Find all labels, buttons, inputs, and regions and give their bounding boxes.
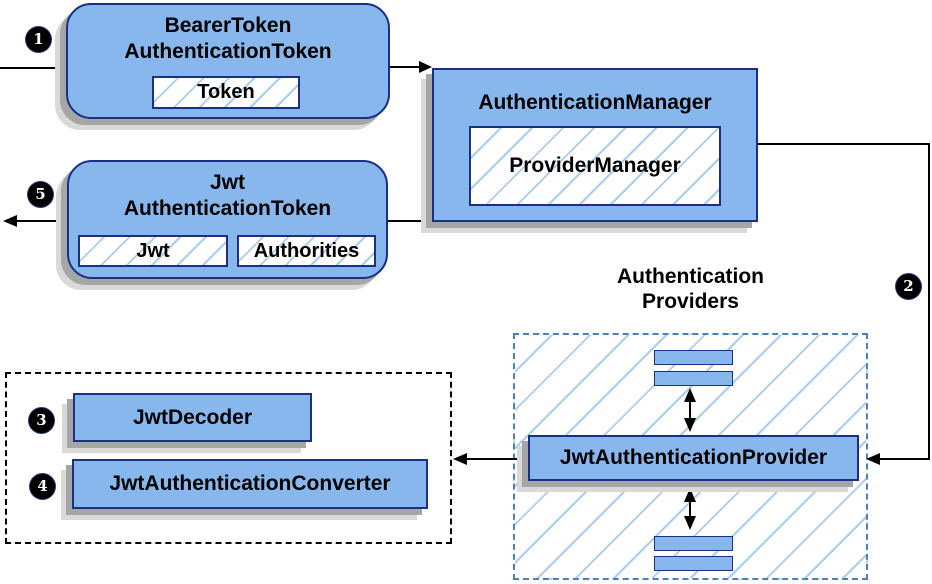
arrow-manager-to-provider	[758, 143, 930, 465]
arrow-head-right-icon	[419, 61, 432, 73]
jwt-decoder-node: JwtDecoder	[73, 393, 312, 442]
node-title: Jwt AuthenticationToken	[69, 162, 386, 222]
step-5-badge: 5	[28, 182, 53, 207]
token-field: Token	[152, 76, 300, 109]
arrow-line	[758, 143, 930, 460]
provider-placeholder-bar	[654, 556, 733, 571]
authentication-manager-node: AuthenticationManager ProviderManager	[432, 68, 758, 222]
arrow-head-up-icon	[684, 388, 696, 402]
provider-manager-field: ProviderManager	[469, 126, 721, 206]
step-1-badge: 1	[26, 27, 51, 52]
node-title-line2: AuthenticationToken	[123, 197, 332, 220]
provider-placeholder-bar	[654, 536, 733, 551]
arrow-provider-to-toolbox	[453, 453, 524, 465]
jwt-authentication-converter-node: JwtAuthenticationConverter	[72, 459, 428, 509]
step-4-badge: 4	[30, 474, 55, 499]
jwt-authentication-provider-node: JwtAuthenticationProvider	[528, 435, 859, 481]
step-3-badge: 3	[29, 408, 54, 433]
step-2-badge: 2	[896, 274, 921, 299]
jwt-field: Jwt	[78, 235, 228, 267]
node-title-line1: BearerToken	[164, 14, 292, 37]
double-arrow-bottom	[684, 488, 696, 530]
provider-placeholder-bar	[654, 371, 733, 386]
arrow-head-left-icon	[3, 215, 17, 227]
arrow-head-left-icon	[866, 453, 880, 465]
heading-line2: Providers	[642, 290, 739, 313]
arrow-head-down-icon	[684, 516, 696, 530]
authentication-providers-heading: Authentication Providers	[513, 264, 868, 314]
arrow-head-down-icon	[684, 418, 696, 432]
arrow-head-up-icon	[684, 488, 696, 502]
node-title-line2: AuthenticationToken	[124, 40, 332, 63]
arrow-head-left-icon	[453, 453, 467, 465]
node-title: BearerToken AuthenticationToken	[68, 5, 388, 65]
jwt-authentication-token-node: Jwt AuthenticationToken Jwt Authorities	[67, 160, 388, 279]
double-arrow-top	[684, 388, 696, 432]
arrow-bearer-to-manager	[390, 61, 432, 73]
arrow-outgoing-jwt-token	[3, 215, 67, 227]
node-title: AuthenticationManager	[478, 91, 712, 114]
bearer-token-authentication-token-node: BearerToken AuthenticationToken Token	[66, 3, 390, 119]
heading-line1: Authentication	[617, 265, 764, 288]
provider-placeholder-bar	[654, 350, 733, 365]
node-title-line1: Jwt	[209, 171, 245, 194]
authorities-field: Authorities	[237, 235, 376, 267]
